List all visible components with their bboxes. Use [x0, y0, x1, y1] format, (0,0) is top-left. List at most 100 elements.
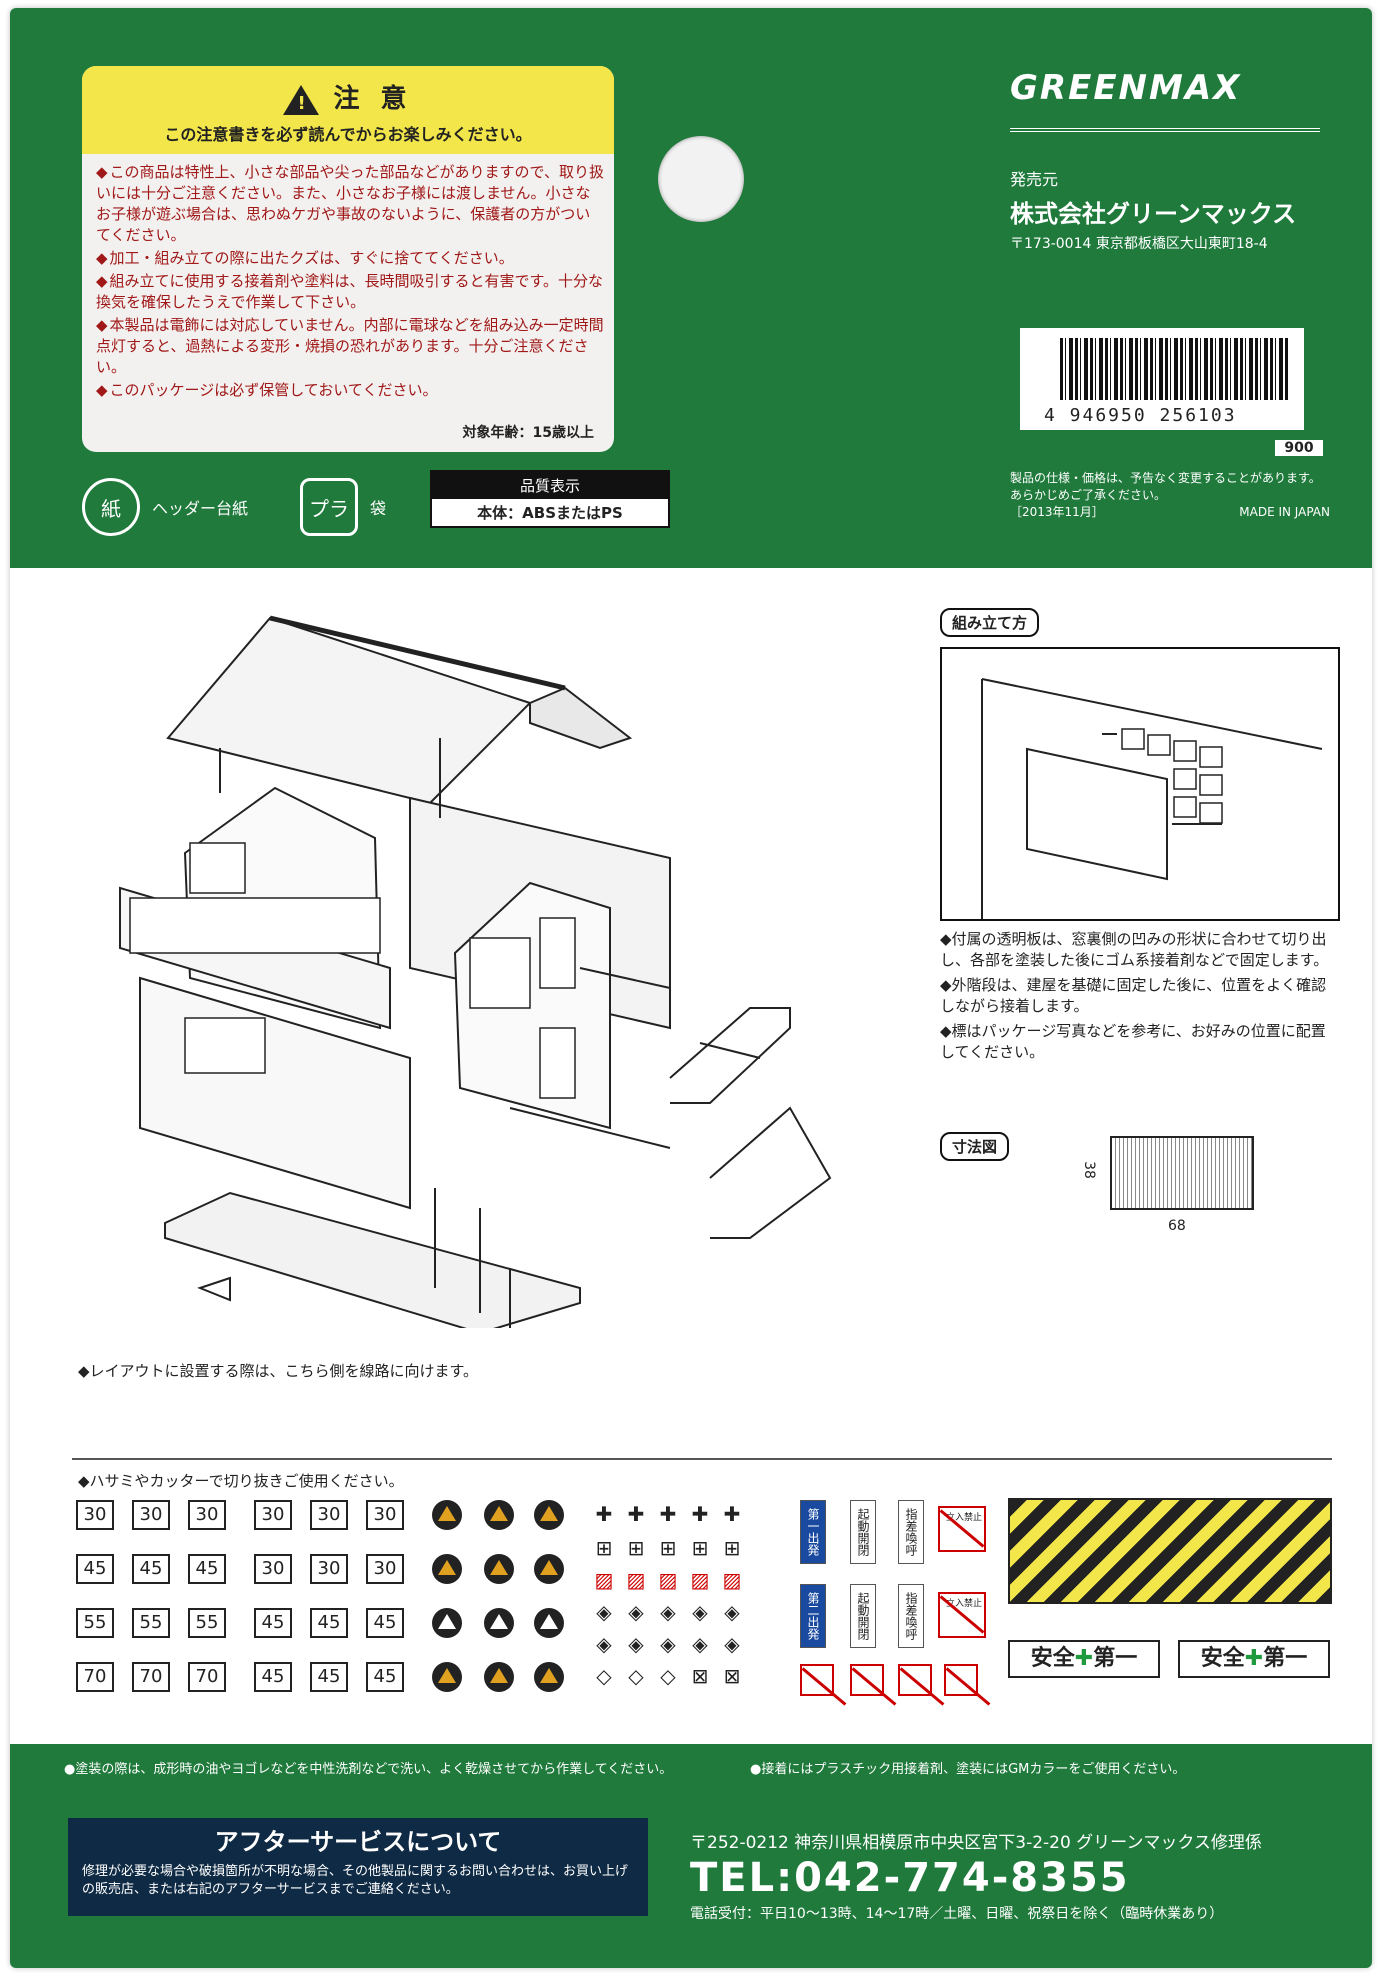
station-sign: 第二出発	[800, 1584, 826, 1648]
glue-note: ●接着にはプラスチック用接着剤、塗装にはGMカラーをご使用ください。	[750, 1762, 1186, 1777]
caution-item: このパッケージは必ず保管しておいてください。	[96, 380, 604, 401]
slash-marker-icon: ▨	[658, 1568, 678, 1592]
diamond-marker-icon: ◈	[692, 1632, 708, 1656]
warning-triangle-icon	[484, 1608, 514, 1638]
quality-value: 本体：ABSまたはPS	[432, 499, 668, 526]
diamond-marker-icon: ◈	[596, 1632, 612, 1656]
speed-limit-sign: 45	[254, 1608, 292, 1638]
assembly-tag: 組み立て方	[940, 608, 1040, 637]
diamond-marker-icon: ◈	[660, 1632, 676, 1656]
speed-limit-sign: 55	[132, 1608, 170, 1638]
dimension-tag: 寸法図	[940, 1132, 1010, 1161]
warning-triangle-icon	[432, 1500, 462, 1530]
cross-marker-icon: ✚	[595, 1502, 613, 1526]
phone-number: TEL:042-774-8355	[690, 1855, 1130, 1901]
paper-recycle-mark: 紙 ヘッダー台紙	[82, 478, 248, 536]
barcode: 4 946950 256103	[1020, 328, 1304, 430]
speed-limit-sign: 30	[310, 1554, 348, 1584]
speed-limit-sign: 55	[188, 1608, 226, 1638]
diamond-marker-icon: ◇	[628, 1664, 644, 1688]
warning-triangle-icon	[432, 1608, 462, 1638]
window-insert-diagram	[981, 678, 1323, 919]
contact-info: 〒252-0212 神奈川県相模原市中央区宮下3-2-20 グリーンマックス修理…	[690, 1828, 1262, 1923]
caution-panel: 注 意 この注意書きを必ず読んでからお楽しみください。 この商品は特性上、小さな…	[82, 66, 614, 452]
cross-marker-icon: ✚	[691, 1502, 709, 1526]
assembly-note: ◆付属の透明板は、窓裏側の凹みの形状に合わせて切り出し、各部を塗装した後にゴム系…	[940, 930, 1329, 969]
paper-recycle-icon: 紙	[82, 478, 140, 536]
no-entry-label: 立入禁止	[945, 1599, 982, 1609]
diamond-marker-icon: ◈	[596, 1600, 612, 1624]
repair-address: 〒252-0212 神奈川県相模原市中央区宮下3-2-20 グリーンマックス修理…	[690, 1833, 1262, 1853]
caution-item: この商品は特性上、小さな部品や尖った部品などがありますので、取り扱いには十分ご注…	[96, 162, 604, 246]
warning-triangle-icon	[534, 1554, 564, 1584]
warning-triangle-icon	[534, 1608, 564, 1638]
speed-limit-sign: 45	[310, 1662, 348, 1692]
cross-marker-icon: ⊞	[659, 1536, 677, 1560]
assembly-section: 組み立て方 ◆付属の透明板は、窓裏側の凹みの形状に合わせて切り出し、各部を塗装し	[940, 608, 1340, 1067]
speed-limit-sign: 30	[188, 1500, 226, 1530]
safety-word: 第一	[1093, 1646, 1138, 1671]
speed-limit-sign: 30	[254, 1500, 292, 1530]
decal-sheet: 30 30 30 30 30 30 45 45 45 30 30 30 55 5…	[72, 1498, 1332, 1708]
assembly-note: ◆外階段は、建屋を基礎に固定した後に、位置をよく確認しながら接着します。	[940, 976, 1327, 1015]
cross-marker-icon: ⊞	[723, 1536, 741, 1560]
no-entry-sign	[850, 1664, 884, 1696]
warning-icon	[283, 84, 320, 115]
assembly-illustration	[940, 647, 1340, 921]
caution-item: 本製品は電飾には対応していません。内部に電球などを組み込み一定時間点灯すると、過…	[96, 315, 604, 378]
dimension-diagram: 寸法図 38 68	[940, 1132, 1300, 1252]
diamond-marker-icon: ◈	[628, 1632, 644, 1656]
caution-subtitle: この注意書きを必ず読んでからお楽しみください。	[164, 125, 532, 144]
cross-marker-icon: ✚	[723, 1502, 741, 1526]
brand-logo: GREENMAX	[1010, 68, 1320, 132]
slash-marker-icon: ▨	[594, 1568, 614, 1592]
price-code: 900	[1275, 440, 1323, 456]
warning-triangle-icon	[432, 1662, 462, 1692]
caution-item: 組み立てに使用する接着剤や塗料は、長時間吸引すると有害です。十分な換気を確保した…	[96, 271, 604, 313]
caution-header: 注 意 この注意書きを必ず読んでからお楽しみください。	[82, 66, 614, 154]
layout-note: ◆レイアウトに設置する際は、こちら側を線路に向けます。	[78, 1362, 479, 1380]
speed-limit-sign: 70	[132, 1662, 170, 1692]
speed-limit-sign: 30	[310, 1500, 348, 1530]
safety-word: 安全	[1030, 1646, 1075, 1671]
hanger-hole	[658, 136, 744, 222]
warning-triangle-icon	[484, 1554, 514, 1584]
barcode-number: 4 946950 256103	[1044, 405, 1237, 426]
diamond-marker-icon: ◈	[724, 1600, 740, 1624]
diamond-marker-icon: ◈	[628, 1600, 644, 1624]
cross-marker-icon: ⊞	[627, 1536, 645, 1560]
station-sign: 指差喚呼	[898, 1500, 924, 1564]
speed-limit-sign: 30	[132, 1500, 170, 1530]
footprint-box	[1110, 1136, 1254, 1210]
speed-limit-sign: 30	[366, 1500, 404, 1530]
warning-triangle-icon	[432, 1554, 462, 1584]
hazard-stripe-decal	[1008, 1498, 1332, 1604]
dimension-height: 38	[1080, 1161, 1097, 1179]
paper-recycle-label: ヘッダー台紙	[152, 499, 249, 518]
slash-marker-icon: ▨	[722, 1568, 742, 1592]
diamond-marker-icon: ◈	[660, 1600, 676, 1624]
slash-marker-icon: ▨	[690, 1568, 710, 1592]
no-entry-label: 立入禁止	[945, 1513, 982, 1523]
safety-first-sign: 安全✚第一	[1008, 1640, 1160, 1678]
target-age: 対象年齢：15歳以上	[462, 425, 594, 441]
green-cross-icon: ✚	[1244, 1646, 1264, 1671]
plastic-recycle-mark: プラ 袋	[300, 478, 386, 536]
after-service-body: 修理が必要な場合や破損箇所が不明な場合、その他製品に関するお問い合わせは、お買い…	[82, 1864, 629, 1897]
speed-limit-sign: 30	[366, 1554, 404, 1584]
diamond-marker-icon: ◇	[660, 1664, 676, 1688]
no-entry-sign: 立入禁止	[938, 1592, 986, 1638]
speed-limit-sign: 70	[188, 1662, 226, 1692]
package-card: 注 意 この注意書きを必ず読んでからお楽しみください。 この商品は特性上、小さな…	[10, 8, 1372, 1968]
plastic-recycle-icon: プラ	[300, 478, 358, 536]
speed-limit-sign: 70	[76, 1662, 114, 1692]
diamond-marker-icon: ⊠	[723, 1664, 741, 1688]
barcode-bars	[1060, 338, 1290, 400]
dimension-width: 68	[1168, 1218, 1186, 1234]
station-sign: 第一出発	[800, 1500, 826, 1564]
speed-limit-sign: 30	[254, 1554, 292, 1584]
cross-marker-icon: ✚	[627, 1502, 645, 1526]
notice-text: 製品の仕様・価格は、予告なく変更することがあります。あらかじめご了承ください。	[1010, 471, 1321, 502]
assembly-note: ◆標はパッケージ写真などを参考に、お好みの位置に配置してください。	[940, 1022, 1326, 1061]
diamond-marker-icon: ◈	[692, 1600, 708, 1624]
